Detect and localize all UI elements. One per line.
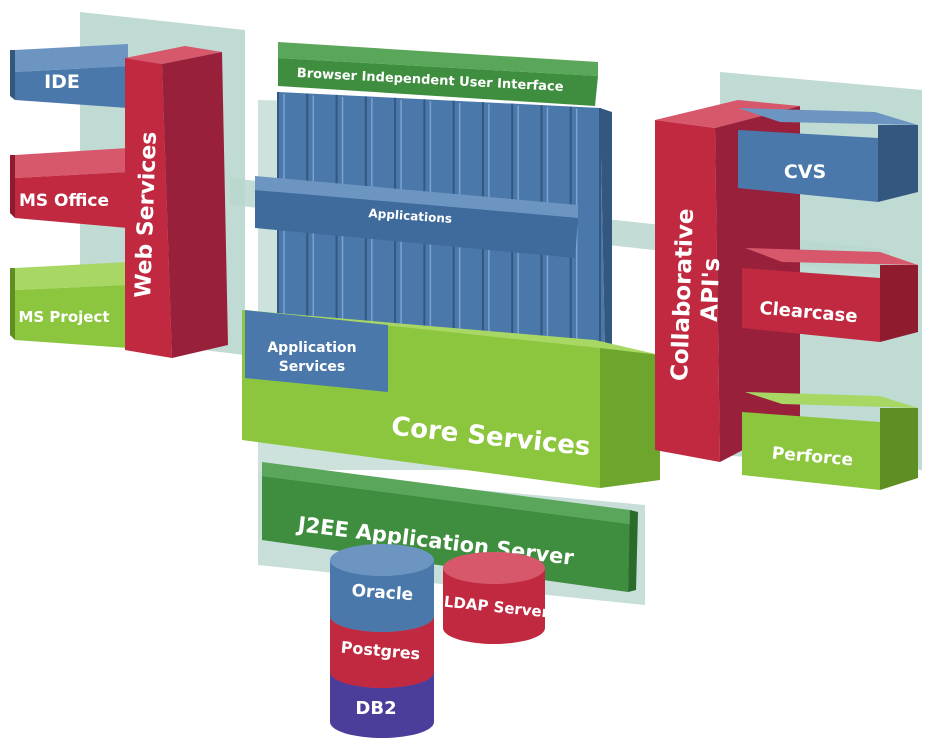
collaborative-label-1: Collaborative bbox=[667, 208, 699, 381]
cvs-block: CVS bbox=[738, 108, 918, 202]
cvs-label: CVS bbox=[784, 161, 826, 183]
applications-label: Applications bbox=[368, 206, 452, 226]
ide-label: IDE bbox=[44, 71, 80, 93]
ms-project-block: MS Project bbox=[10, 262, 128, 348]
collaborative-apis-pillar: Collaborative API's bbox=[655, 100, 800, 462]
web-services-pillar: Web Services bbox=[125, 46, 228, 358]
web-services-label: Web Services bbox=[131, 131, 162, 298]
perforce-block: Perforce bbox=[742, 392, 918, 490]
collaborative-label-2: API's bbox=[697, 257, 725, 322]
db2-label: DB2 bbox=[355, 698, 396, 719]
ide-block: IDE bbox=[10, 44, 128, 108]
application-services-label-2: Services bbox=[279, 359, 346, 375]
ms-project-label: MS Project bbox=[18, 308, 109, 326]
oracle-label: Oracle bbox=[351, 581, 414, 605]
applications-bar: Applications bbox=[255, 176, 578, 258]
application-services-label-1: Application bbox=[267, 340, 356, 356]
ms-office-block: MS Office bbox=[10, 148, 128, 228]
application-services-block: Application Services bbox=[245, 310, 388, 392]
oracle-cylinder: Oracle bbox=[330, 544, 434, 632]
ms-office-label: MS Office bbox=[19, 191, 109, 211]
ldap-server-cylinder: LDAP Server bbox=[443, 552, 551, 644]
clearcase-block: Clearcase bbox=[742, 248, 918, 342]
